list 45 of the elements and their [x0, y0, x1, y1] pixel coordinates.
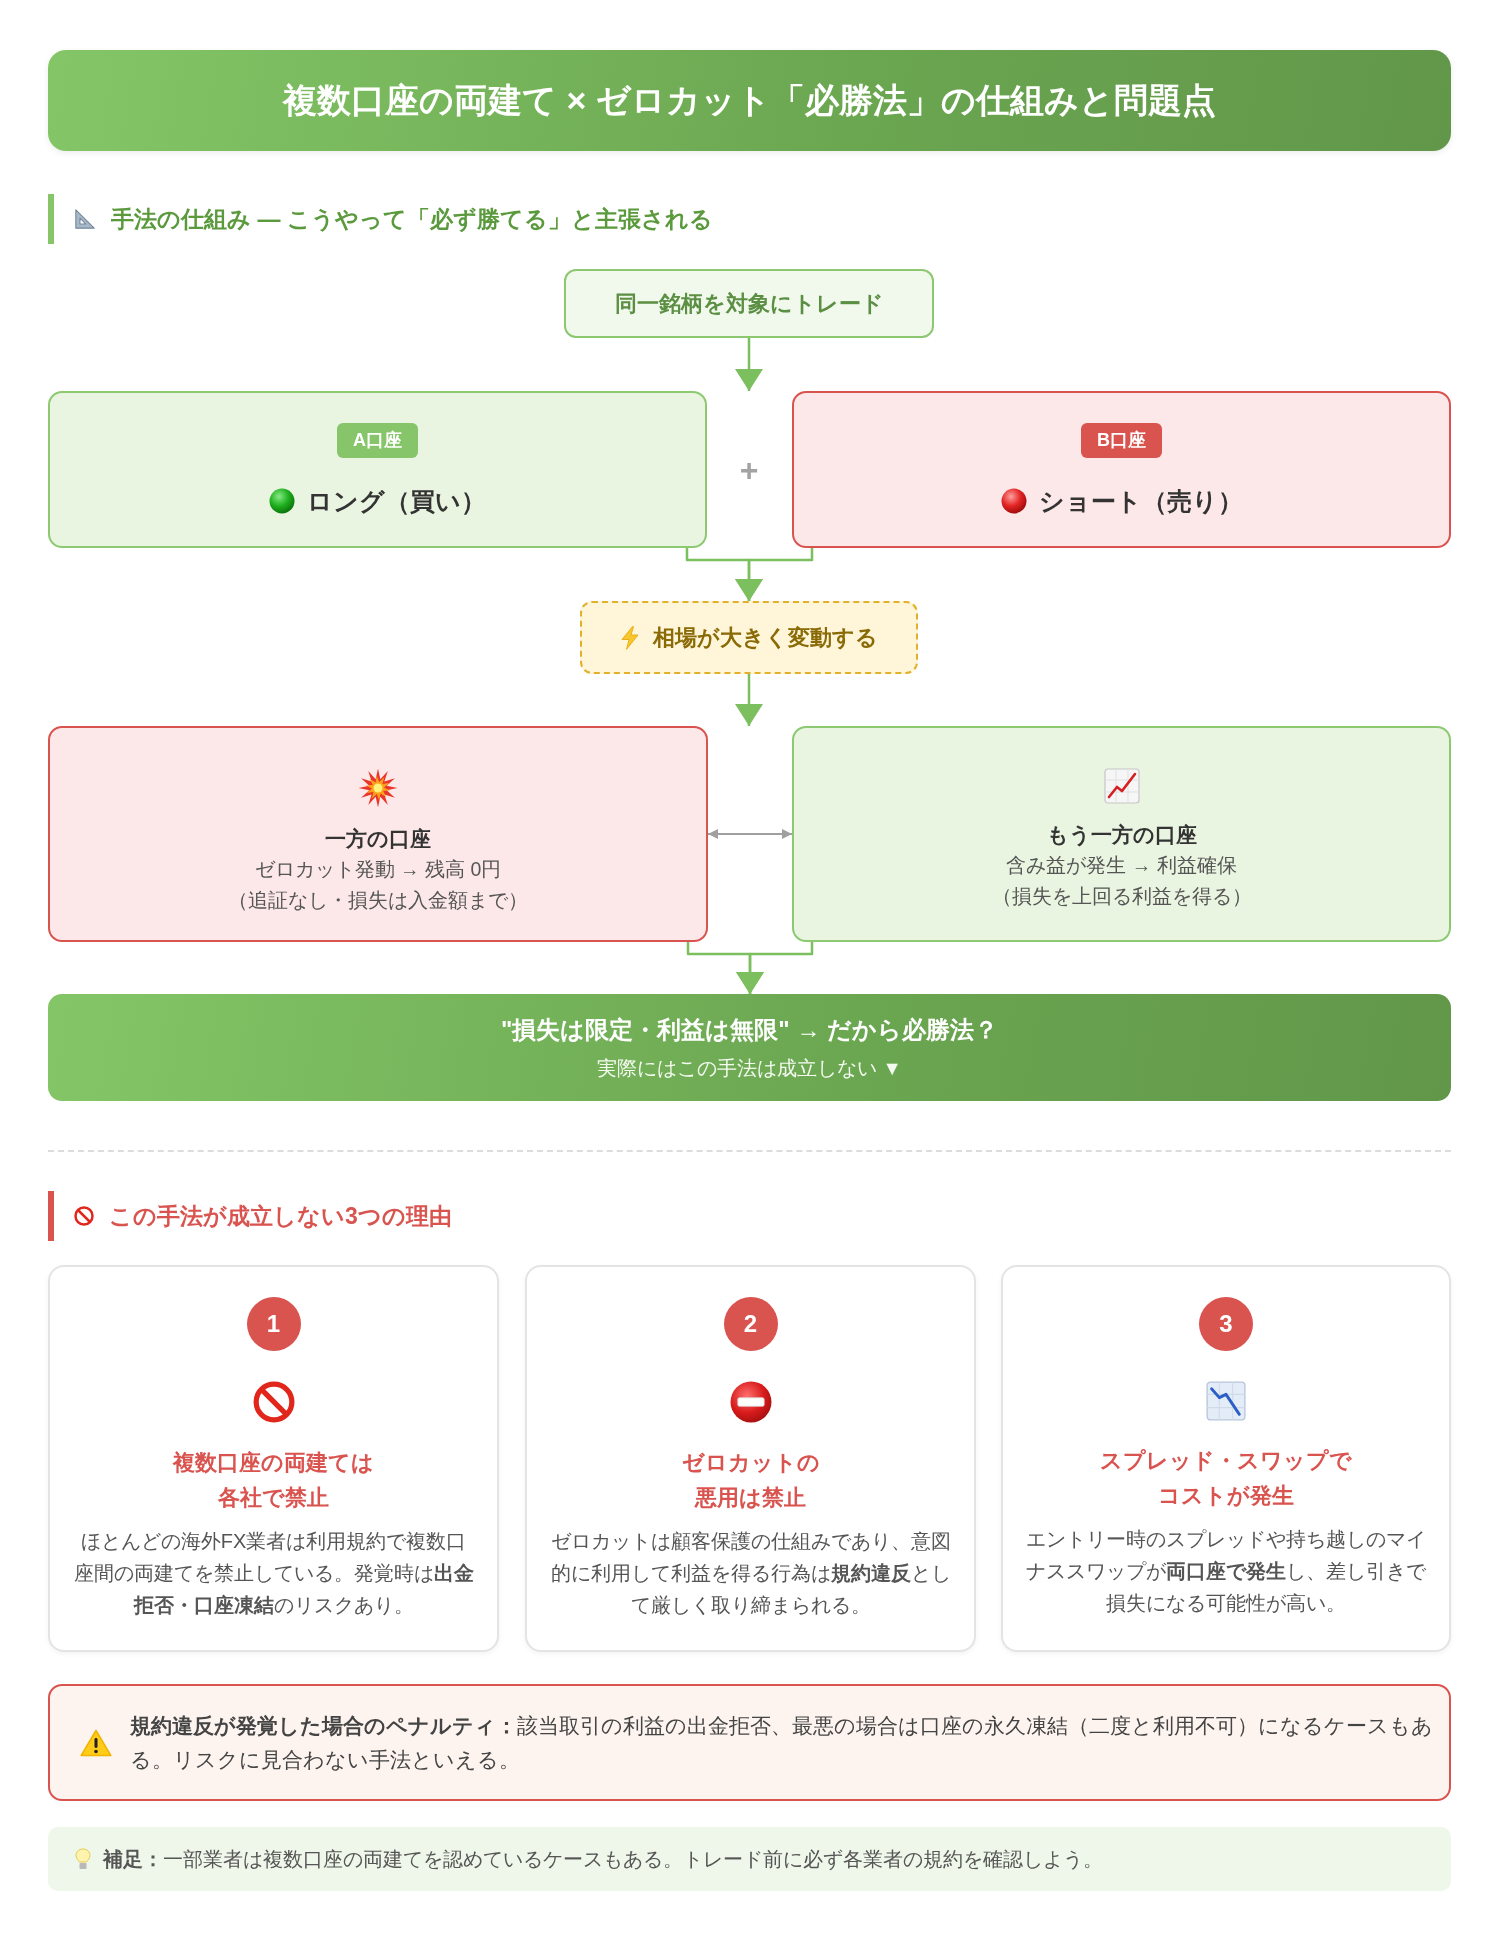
- reason-card: [1001, 1265, 1451, 1652]
- position-label: ショート（売り）: [1038, 486, 1243, 517]
- conclusion-subtext: 実際にはこの手法は成立しない ▼: [597, 1056, 902, 1081]
- section-heading: この手法が成立しない3つの理由: [109, 1201, 452, 1231]
- section-heading: 手法の仕組み — こうやって「必ず勝てる」と主張される: [111, 204, 713, 234]
- account-box: [792, 391, 1451, 548]
- account-tag: A口座: [337, 423, 418, 458]
- warning-text: 規約違反が発覚した場合のペナルティ：該当取引の利益の出金拒否、最悪の場合は口座の永久凍結（二度と利用不可）になるケースもある。リスクに見合わない手法といえる。: [130, 1712, 1434, 1773]
- outcome-text: （追証なし・損失は入金額まで）: [228, 888, 528, 913]
- double-arrow: [707, 829, 793, 839]
- reason-text: ゼロカットは顧客保護の仕組みであり、意図的に利用して利益を得る行為は規約違反として厳しく取り締まられる。: [549, 1529, 952, 1618]
- outcome-box: [48, 726, 708, 942]
- reason-card: [48, 1265, 499, 1652]
- event-label: 相場が大きく変動する: [652, 623, 878, 652]
- plus-sign: +: [739, 453, 759, 487]
- conclusion-banner: [48, 994, 1451, 1101]
- number-circle: 2: [723, 1297, 778, 1351]
- process-box: 同一銘柄を対象にトレード: [564, 269, 934, 338]
- arrow: [736, 942, 814, 994]
- outcome-heading: もう一方の口座: [1046, 822, 1197, 849]
- note-panel: [48, 1827, 1451, 1891]
- reason-heading: 複数口座の両建ては各社で禁止: [172, 1449, 375, 1512]
- number-circle: 3: [1199, 1297, 1253, 1351]
- note-text: 補足：一部業者は複数口座の両建てを認めているケースもある。トレード前に必ず各業者の規約を確認しよう。: [103, 1847, 1103, 1872]
- number-circle: 1: [246, 1297, 301, 1351]
- reason-text: ほとんどの海外FX業者は利用規約で複数口座間の両建てを禁止している。発覚時は出金拒否・口座凍結のリスクあり。: [72, 1529, 475, 1618]
- conclusion-heading: "損失は限定・利益は無限" → だから必勝法？: [500, 1015, 999, 1045]
- reason-heading: スプレッド・スワップでコストが発生: [1099, 1447, 1353, 1510]
- account-box: [48, 391, 707, 548]
- arrow: [735, 674, 763, 726]
- outcome-box: [792, 726, 1451, 942]
- title-banner: 複数口座の両建て × ゼロカット「必勝法」の仕組みと問題点: [48, 50, 1451, 151]
- reason-text: エントリー時のスプレッドや持ち越しのマイナススワップが両口座で発生し、差し引きで損失になる可能性が高い。: [1025, 1527, 1427, 1616]
- account-tag: B口座: [1081, 423, 1162, 458]
- arrow: [735, 548, 814, 601]
- reason-card: [525, 1265, 976, 1652]
- outcome-heading: 一方の口座: [325, 826, 431, 852]
- outcome-text: 含み益が発生 → 利益確保: [1006, 853, 1237, 878]
- position-label: ロング（買い）: [307, 486, 486, 517]
- warning-panel: [48, 1684, 1451, 1801]
- event-box: [580, 601, 918, 674]
- outcome-text: （損失を上回る利益を得る）: [991, 884, 1252, 909]
- arrow: [735, 338, 763, 391]
- outcome-text: ゼロカット発動 → 残高 0円: [254, 857, 502, 882]
- reason-heading: ゼロカットの悪用は禁止: [680, 1449, 821, 1512]
